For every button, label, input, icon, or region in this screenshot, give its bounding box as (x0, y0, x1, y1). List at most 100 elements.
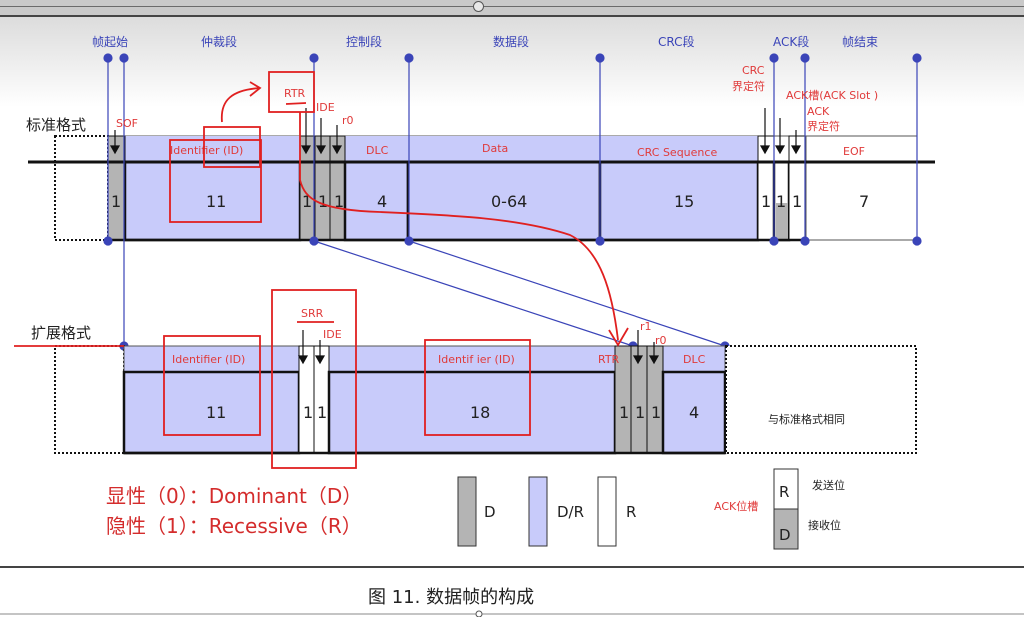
marker-dot (309, 53, 319, 63)
connector-line (408, 240, 726, 347)
annotation-underline (285, 102, 307, 105)
arrow-head-icon (314, 355, 326, 365)
bits-ack-delimiter: 1 (792, 192, 802, 211)
arrow-head-icon (648, 355, 660, 365)
marker-dot (404, 53, 414, 63)
marker-dot (912, 236, 922, 246)
label-sof: SOF (116, 117, 138, 130)
marker-dot (595, 236, 605, 246)
legend-ack-d: D (779, 526, 791, 544)
field-srr (298, 345, 315, 454)
annotation-box-identifier-ext (424, 339, 531, 436)
label-rtr: RTR (284, 87, 306, 100)
label-ide-ext: IDE (323, 328, 342, 341)
label-crc-sequence: CRC Sequence (637, 146, 717, 159)
label-identifier-ext: Identif ier (ID) (438, 353, 515, 366)
bits-crc: 15 (674, 192, 694, 211)
label-crc-delimiter-1: CRC (742, 64, 765, 77)
marker-dot (103, 236, 113, 246)
bits-r0: 1 (334, 192, 344, 211)
top-divider (0, 15, 1024, 17)
label-identifier: Identifier (ID) (170, 144, 243, 157)
legend-swatch-dr (528, 476, 548, 547)
annotation-box-identifier-base (163, 335, 261, 436)
resize-handle[interactable] (473, 1, 484, 12)
label-ack-delimiter-2: 界定符 (807, 119, 840, 133)
annotation-curve-arrow-icon (299, 112, 629, 347)
field-eof (805, 135, 918, 241)
idle-box (54, 135, 109, 241)
field-identifier-ext (327, 370, 617, 455)
field-ack-slot-dominant (776, 203, 788, 239)
label-r0: r0 (342, 114, 354, 127)
legend-dominant-text: 显性（0）：Dominant（D） (106, 484, 362, 508)
segment-label-crc: CRC段 (658, 34, 695, 49)
legend-receive-bit: 接收位 (808, 518, 841, 532)
annotation-box-id-header (203, 126, 261, 168)
label-ack-slot: ACK槽(ACK Slot ) (786, 89, 878, 102)
legend-ack-recessive (773, 468, 799, 510)
segment-label-sof: 帧起始 (92, 35, 128, 49)
bits-ide-ext: 1 (317, 403, 327, 422)
label-crc-delimiter-2: 界定符 (732, 79, 765, 93)
field-ide-ext (313, 345, 330, 454)
arrow-head-icon (315, 145, 327, 155)
field-sof (107, 135, 126, 241)
label-rtr-ext: RTR (598, 353, 620, 366)
marker-dot (103, 53, 113, 63)
marker-dot (800, 53, 810, 63)
bits-r1: 1 (635, 403, 645, 422)
standard-format-title: 标准格式 (26, 116, 86, 134)
annotation-box-identifier (169, 139, 262, 223)
arrow-head-icon (774, 145, 786, 155)
bits-dlc: 4 (377, 192, 387, 211)
segment-label-data: 数据段 (493, 34, 529, 49)
window-top-bar (0, 0, 1024, 16)
legend-swatch-recessive (597, 476, 617, 547)
arrow-head-icon (300, 145, 312, 155)
legend-swatch-dominant (457, 476, 477, 547)
bits-sof: 1 (111, 192, 121, 211)
annotation-arrow-icon (220, 81, 262, 123)
label-dlc: DLC (366, 144, 389, 157)
annotation-box-srr-ide (271, 289, 357, 469)
field-dlc-ext (661, 370, 727, 455)
bits-ack-slot: 1 (776, 192, 786, 211)
legend-ack-r: R (779, 483, 789, 501)
bottom-resize-handle[interactable] (475, 610, 483, 617)
segment-label-control: 控制段 (346, 34, 382, 49)
arrow-head-icon (759, 145, 771, 155)
label-dlc-ext: DLC (683, 353, 706, 366)
label-eof: EOF (843, 145, 865, 158)
header-gradient (0, 17, 1024, 107)
legend-recessive-text: 隐性（1）：Recessive（R） (106, 514, 362, 538)
marker-dot (595, 53, 605, 63)
marker-dot (119, 53, 129, 63)
marker-dot (800, 236, 810, 246)
annotation-box-rtr (268, 71, 315, 113)
bits-dlc-ext: 4 (689, 403, 699, 422)
label-identifier-base: Identifier (ID) (172, 353, 245, 366)
bits-rtr: 1 (302, 192, 312, 211)
marker-dot (769, 236, 779, 246)
bits-eof: 7 (859, 192, 869, 211)
same-as-standard-text: 与标准格式相同 (768, 412, 845, 426)
figure-caption: 图 11. 数据帧的构成 (368, 587, 534, 608)
bits-identifier: 11 (206, 192, 226, 211)
legend-ack-slot-label: ACK位槽 (714, 499, 758, 513)
field-ack-delimiter (788, 135, 807, 241)
segment-label-ack: ACK段 (773, 34, 809, 49)
label-srr: SRR (301, 307, 324, 320)
connector-line (313, 240, 634, 347)
legend-ack-dominant (773, 508, 799, 550)
field-dlc (343, 160, 410, 242)
arrow-head-icon (109, 145, 121, 155)
arrow-head-icon (790, 145, 802, 155)
segment-label-eof: 帧结束 (842, 35, 878, 49)
segment-label-arbitration: 仲裁段 (201, 34, 237, 49)
divider-line (0, 6, 1024, 7)
red-annotations (14, 71, 629, 469)
extended-format-title: 扩展格式 (31, 324, 91, 342)
same-as-standard-box (725, 345, 917, 454)
idle-box-extended (54, 345, 125, 454)
